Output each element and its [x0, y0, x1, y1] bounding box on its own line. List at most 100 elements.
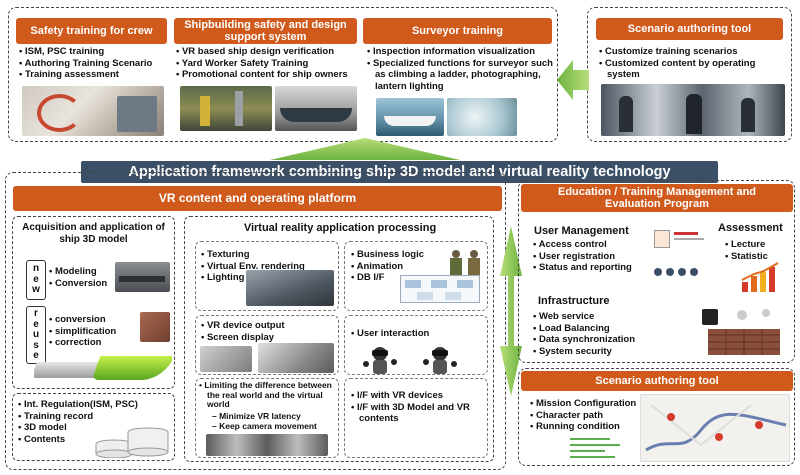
- reuse-label: r e u s e: [26, 306, 46, 364]
- reuse-letter: r: [34, 308, 38, 319]
- vr-headset-users-icon: [363, 347, 457, 374]
- crew-training-list: ISM, PSC training Authoring Training Sce…: [18, 46, 173, 81]
- database-icon: [95, 427, 169, 458]
- ship-engine-room-image: [22, 86, 164, 136]
- rendering-image: [246, 270, 334, 306]
- scenario-tool-top-title: Scenario authoring tool: [596, 18, 783, 40]
- ship-model-image: [115, 262, 170, 292]
- list-item: Character path: [529, 410, 669, 422]
- list-item: Statistic: [724, 251, 794, 263]
- new-items-list: Modeling Conversion: [48, 266, 128, 289]
- reuse-letter: e: [33, 350, 39, 361]
- processing-panel: [184, 216, 494, 462]
- list-item: Load Balancing: [532, 323, 682, 335]
- surveyor-training-list: Inspection information visualization Spe…: [366, 46, 556, 92]
- list-item: Customize training scenarios: [598, 46, 788, 58]
- shipbuilding-title: Shipbuilding safety and design support s…: [174, 18, 357, 44]
- infrastructure-list: Web service Load Balancing Data synchron…: [532, 311, 682, 357]
- list-item: Contents: [17, 434, 167, 446]
- top-applications-panel: [8, 7, 558, 142]
- new-label: n e w: [26, 260, 46, 300]
- scenario-tool-list: Mission Configuration Character path Run…: [529, 398, 669, 433]
- interaction-list: User interaction: [350, 328, 480, 340]
- list-item: Yard Worker Safety Training: [175, 58, 365, 70]
- vr-platform-title: VR content and operating platform: [13, 186, 502, 211]
- list-item: Specialized functions for surveyor such …: [366, 58, 556, 93]
- list-item: simplification: [48, 326, 143, 338]
- surveyor-inspection-image: [447, 98, 517, 136]
- latency-list: Limiting the difference between the real…: [198, 380, 338, 410]
- list-item: Texturing: [200, 249, 335, 261]
- server-network-icon: [702, 309, 780, 355]
- list-item: Customized content by operating system: [598, 58, 788, 81]
- latency-panel: [195, 378, 339, 458]
- list-item: correction: [48, 337, 143, 349]
- new-letter: n: [32, 263, 40, 274]
- list-item: User registration: [532, 251, 652, 263]
- assessment-title: Assessment: [718, 222, 783, 234]
- list-item: User interaction: [350, 328, 480, 340]
- latency-sublist: Minimize VR latency Keep camera movement: [198, 411, 338, 431]
- scenario-tool-panel: [518, 368, 795, 466]
- ship-hull-model-image: [34, 352, 172, 386]
- list-item: Business logic: [350, 249, 450, 261]
- list-item: Training record: [17, 411, 167, 423]
- infrastructure-title: Infrastructure: [538, 295, 610, 307]
- list-item: conversion: [48, 314, 143, 326]
- left-arrow-icon: [557, 60, 589, 100]
- list-item: Limiting the difference between the real…: [198, 380, 338, 410]
- character-figures-image: [450, 250, 484, 280]
- assessment-list: Lecture Statistic: [724, 239, 794, 262]
- camera-view-image: [206, 434, 328, 456]
- user-mgmt-list: Access control User registration Status …: [532, 239, 652, 274]
- list-item: VR based ship design verification: [175, 46, 365, 58]
- list-item: 3D model: [17, 422, 167, 434]
- vr-output-image-left: [200, 346, 252, 372]
- user-profile-image: [652, 228, 716, 288]
- reuse-items-list: conversion simplification correction: [48, 314, 143, 349]
- db-diagram-image: [400, 275, 480, 303]
- education-panel: [518, 180, 795, 363]
- list-item: I/F with 3D Model and VR contents: [350, 402, 485, 425]
- logic-list: Business logic Animation DB I/F: [350, 249, 450, 284]
- device-panel: [195, 315, 339, 375]
- new-letter: e: [33, 273, 39, 285]
- list-item: Screen display: [200, 332, 335, 344]
- up-arrow-icon: [270, 138, 460, 160]
- shipbuilding-list: VR based ship design verification Yard W…: [175, 46, 365, 81]
- reuse-letter: u: [32, 329, 40, 340]
- list-item: Inspection information visualization: [366, 46, 556, 58]
- device-list: VR device output Screen display: [200, 320, 335, 343]
- records-panel: [12, 393, 175, 461]
- surveyor-training-title: Surveyor training: [363, 18, 552, 44]
- list-item: ISM, PSC training: [18, 46, 173, 58]
- list-item: Minimize VR latency: [212, 411, 338, 421]
- list-item: Promotional content for ship owners: [175, 69, 365, 81]
- list-item: Int. Regulation(ISM, PSC): [17, 399, 167, 411]
- list-item: Running condition: [529, 421, 669, 433]
- user-mgmt-title: User Management: [534, 225, 629, 237]
- vr-platform-panel: [5, 172, 506, 470]
- condition-lines-image: [570, 434, 640, 460]
- ship-hull-image: [275, 86, 357, 131]
- list-item: Lecture: [724, 239, 794, 251]
- acquisition-panel: [12, 216, 175, 389]
- education-title: Education / Training Management and Eval…: [521, 184, 793, 212]
- reuse-letter: e: [33, 318, 39, 330]
- vr-output-image-right: [258, 343, 334, 373]
- interfaces-panel: [344, 378, 488, 458]
- acquisition-title: Acquisition and application of ship 3D m…: [22, 222, 165, 245]
- list-item: Training assessment: [18, 69, 173, 81]
- scenario-tool-title: Scenario authoring tool: [521, 371, 793, 391]
- list-item: Status and reporting: [532, 262, 652, 274]
- rendering-list: Texturing Virtual Env. rendering Lightin…: [200, 249, 335, 284]
- records-list: Int. Regulation(ISM, PSC) Training recor…: [17, 399, 167, 445]
- interfaces-list: I/F with VR devices I/F with 3D Model an…: [350, 390, 485, 425]
- list-item: Virtual Env. rendering: [200, 261, 335, 273]
- list-item: DB I/F: [350, 272, 450, 284]
- list-item: Keep camera movement: [212, 421, 338, 431]
- list-item: Modeling: [48, 266, 128, 278]
- rendering-panel: [195, 241, 339, 311]
- interaction-panel: [344, 315, 488, 375]
- shipyard-worker-image: [180, 86, 272, 131]
